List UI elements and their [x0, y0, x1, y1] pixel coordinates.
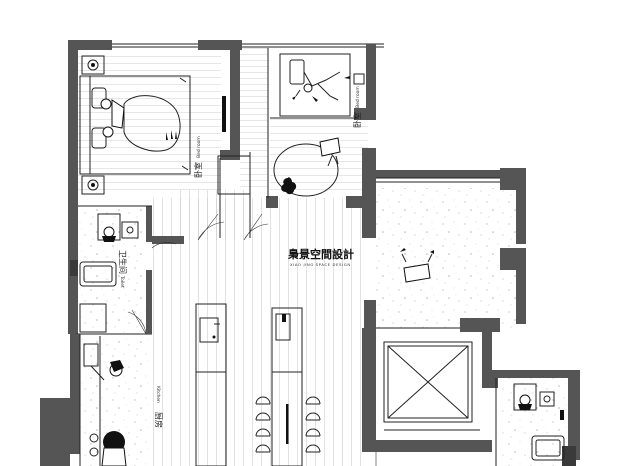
second-bedroom: 卧室 Bed room [273, 53, 365, 197]
living-floor [152, 198, 365, 466]
hall-floor [176, 190, 246, 240]
stair-void [383, 341, 480, 431]
toilet-label-en: Toilet [119, 275, 125, 288]
dining-chairs [255, 396, 321, 453]
kitchen-label-cn: 厨房 [154, 412, 164, 428]
master-bedroom-label-en: Bed room [196, 136, 202, 158]
second-bedroom-label-en: Bed room [355, 86, 361, 108]
doors [127, 152, 269, 335]
kitchen: 厨房 Kitchen [83, 336, 164, 466]
brand-stamp: 梟景空間設計 XIAO JING SPACE DESIGN [287, 247, 354, 267]
living-dining [195, 303, 321, 466]
toilet: 卫生间 Toilet [79, 213, 139, 333]
kitchen-label-en: Kitchen [155, 386, 161, 403]
dining-table [271, 307, 303, 466]
nightstand-bottom [81, 175, 105, 195]
balcony-floor [376, 188, 524, 328]
nightstand-top [81, 55, 105, 75]
walls [40, 40, 580, 466]
brand-name-cn: 梟景空間設計 [287, 247, 354, 261]
master-bedroom-label-cn: 卧室 [193, 162, 203, 178]
kitchen-island [195, 303, 227, 466]
wardrobe [222, 96, 226, 132]
second-bed [279, 53, 351, 117]
second-bedroom-label-cn: 卧室 [352, 112, 362, 128]
brand-name-en: XIAO JING SPACE DESIGN [290, 262, 351, 267]
corridor-floor [240, 48, 268, 190]
round-rug [273, 143, 339, 197]
toilet-label-cn: 卫生间 [118, 250, 128, 274]
bottom-right-room [513, 383, 565, 461]
balcony-person [400, 248, 434, 283]
master-bedroom: 卧室 Bed room [79, 55, 226, 195]
